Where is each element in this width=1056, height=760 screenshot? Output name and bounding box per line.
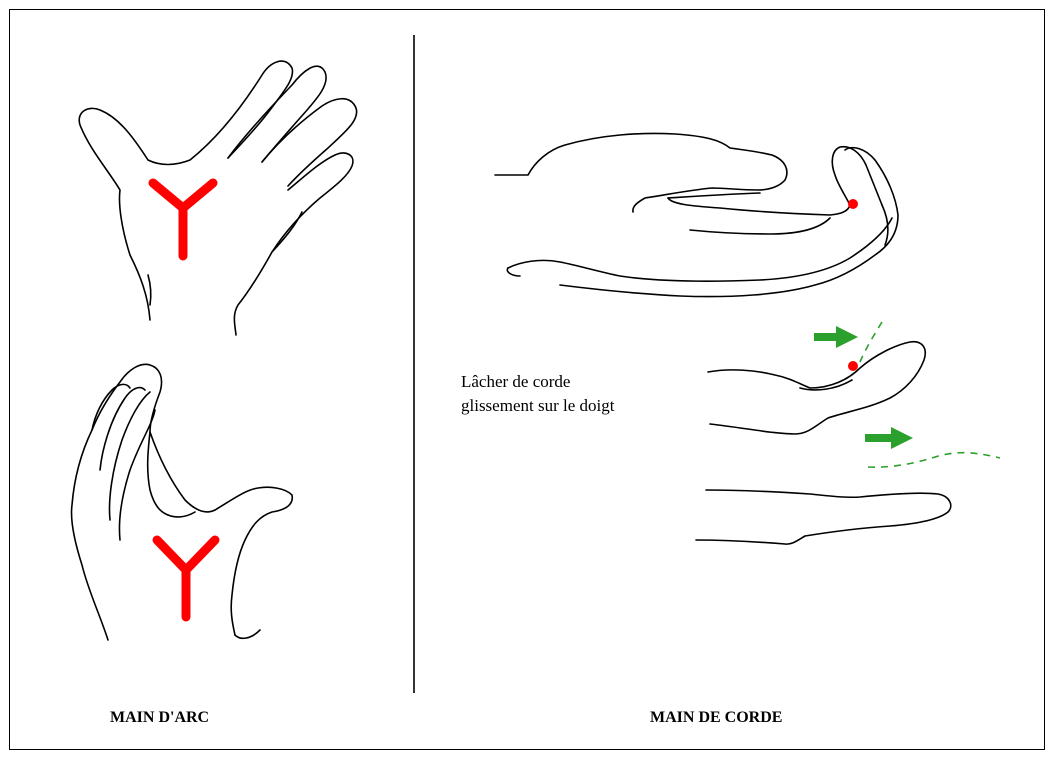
release-note-line-2: glissement sur le doigt (461, 394, 614, 418)
release-note-line-1: Lâcher de corde (461, 370, 614, 394)
bow-hand-open-palm (79, 61, 356, 335)
string-trajectory-lower (868, 453, 1000, 467)
string-trajectory-upper (860, 322, 882, 362)
right-arrow-icon-lower (865, 427, 913, 449)
contact-point-dot-top (848, 199, 858, 209)
string-hand-extended (696, 490, 951, 544)
string-hand-release (708, 342, 925, 434)
string-hand-hooked (495, 133, 898, 296)
caption-bow-hand: MAIN D'ARC (110, 709, 209, 727)
caption-string-hand: MAIN DE CORDE (650, 709, 782, 727)
y-marker-top (153, 183, 213, 256)
y-marker-bottom (157, 540, 215, 617)
right-arrow-icon-upper (814, 326, 858, 348)
release-note: Lâcher de corde glissement sur le doigt (461, 370, 614, 418)
contact-point-dot-release (848, 361, 858, 371)
